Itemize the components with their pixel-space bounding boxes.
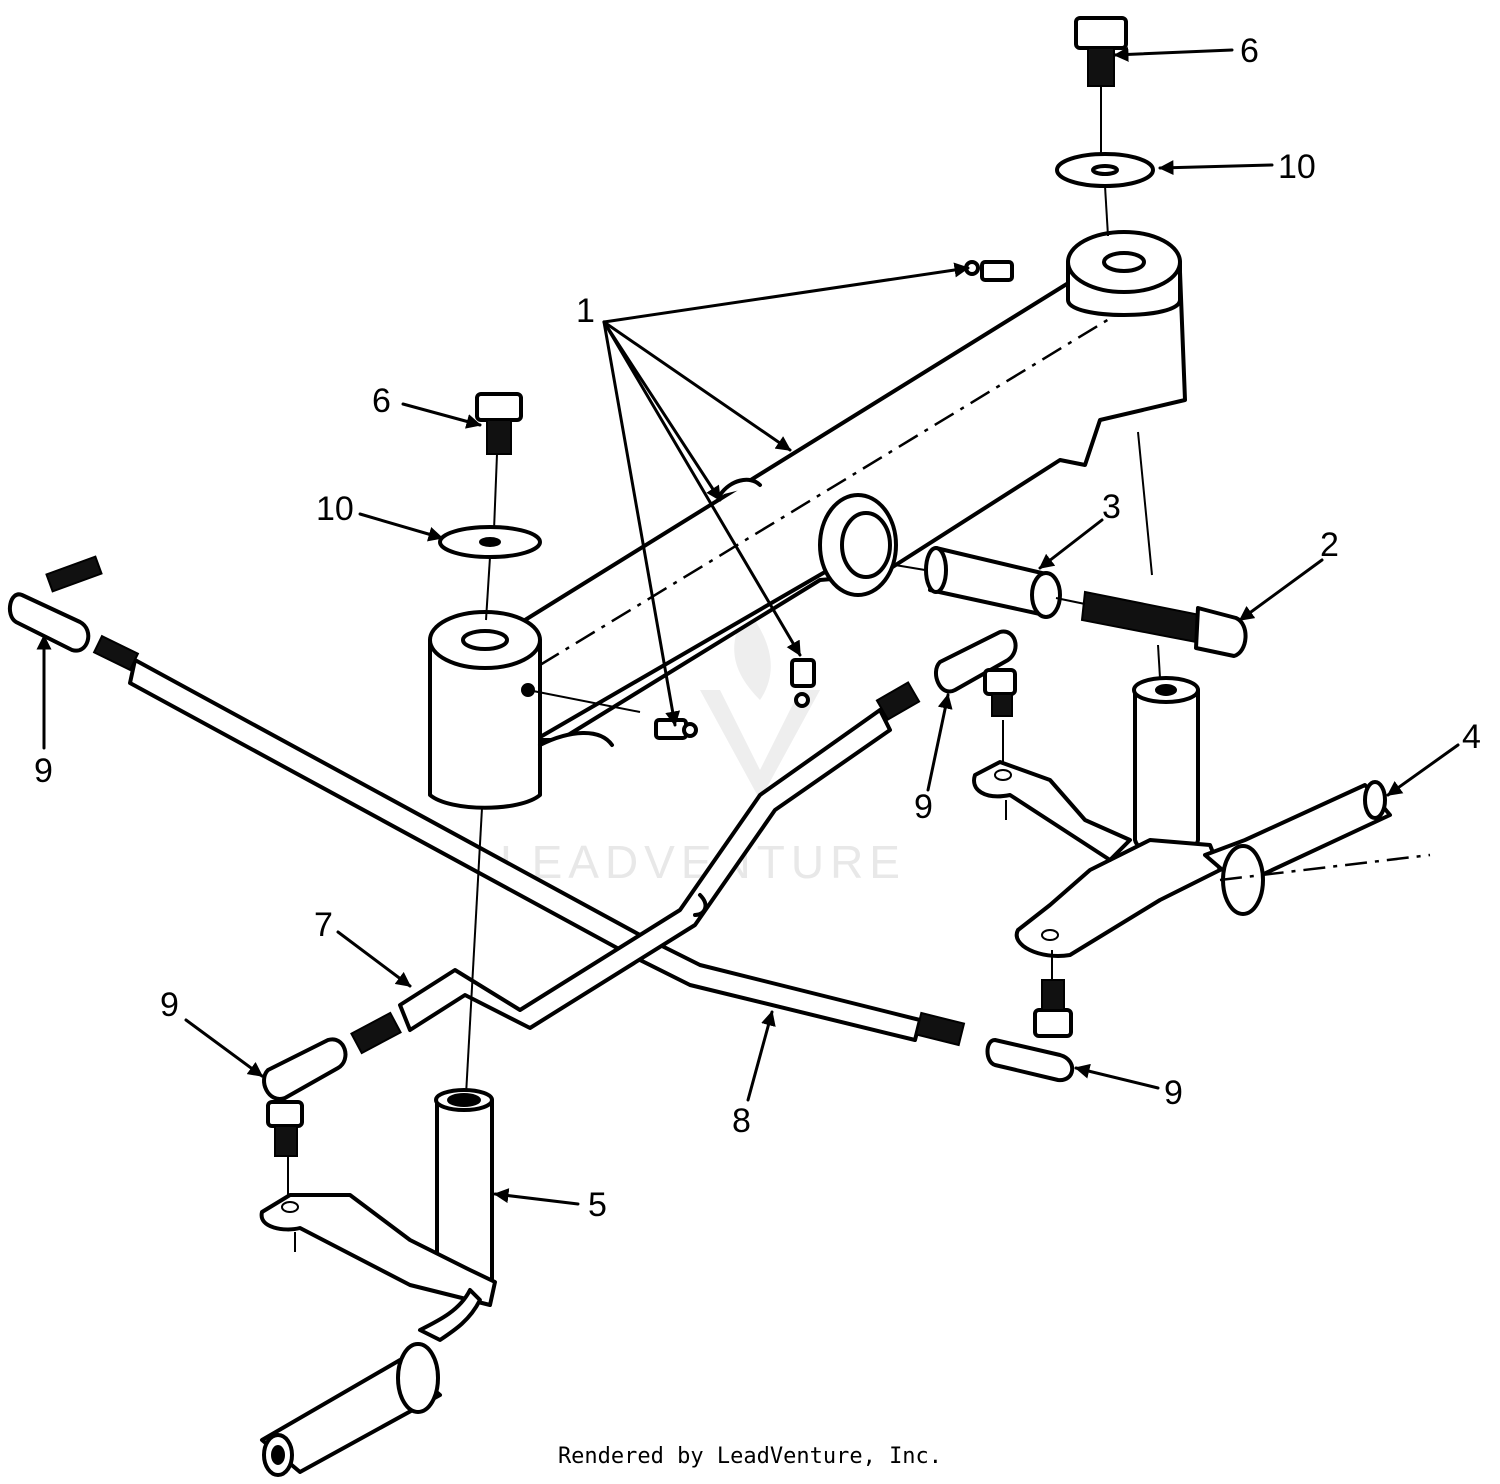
callout-10-left: 10: [316, 490, 354, 528]
callout-6-top: 6: [1240, 32, 1259, 70]
callout-6-left: 6: [372, 382, 391, 420]
ball-joint-center: [934, 629, 1018, 717]
callout-8: 8: [732, 1102, 751, 1140]
axle-beam: [523, 230, 1187, 742]
drag-link: [350, 681, 921, 1055]
spindle-left: [259, 807, 497, 1477]
callout-9-lower-right: 9: [1164, 1074, 1183, 1112]
callout-4: 4: [1462, 718, 1481, 756]
callout-9-left: 9: [34, 752, 53, 790]
spacer: [894, 546, 1062, 619]
bolt-left: [475, 392, 523, 531]
callout-1: 1: [576, 292, 595, 330]
pivot-bolt: [1055, 590, 1248, 658]
callout-10-top: 10: [1278, 148, 1316, 186]
callout-5: 5: [588, 1186, 607, 1224]
spindle-right: [1014, 431, 1431, 958]
leader-lines: [36, 46, 1460, 1206]
washer-top: [1055, 152, 1155, 237]
grease-fitting-top: [964, 260, 1014, 282]
ball-joint-lower-right: [985, 950, 1075, 1083]
axle-left-boss: [428, 610, 641, 810]
callout-9-center: 9: [914, 788, 933, 826]
ball-joint-lower-left: [262, 1037, 348, 1198]
callout-9-lower-left: 9: [160, 986, 179, 1024]
callout-2: 2: [1320, 526, 1339, 564]
washer-left: [438, 525, 542, 621]
callout-7: 7: [314, 906, 333, 944]
steering-arm-right: [972, 720, 1132, 862]
bolt-top: [1074, 16, 1128, 160]
callout-3: 3: [1102, 488, 1121, 526]
footer-credit: Rendered by LeadVenture, Inc.: [557, 1444, 943, 1469]
ball-joint-left: [7, 555, 103, 653]
grease-fitting-center: [790, 658, 816, 708]
callout-labels: 1 2 3 4 5 6 6 7 8 9 9 9 9 10 10: [34, 32, 1481, 1224]
